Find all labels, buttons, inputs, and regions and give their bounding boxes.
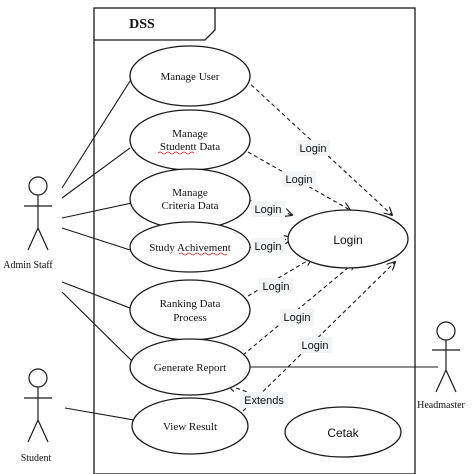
label-extends: Extends: [244, 395, 284, 407]
system-title-tab: [94, 8, 216, 41]
use-case-manage-criteria-data-line2: Criteria Data: [161, 200, 218, 212]
assoc-admin-manage-criteria-data: [61, 202, 133, 219]
use-case-cetak: Cetak: [327, 426, 359, 440]
use-case-view-result-shape: [131, 397, 249, 455]
use-case-manage-student-data-shape: [129, 109, 251, 171]
assoc-admin-generate-report: [61, 291, 133, 362]
system-title: DSS: [129, 17, 155, 32]
use-case-labels: Manage User Manage Studentt Data Manage …: [149, 71, 362, 440]
use-case-cetak-shape: [284, 406, 402, 458]
use-case-view-result: View Result: [163, 421, 217, 433]
use-case-ranking-data-line2: Process: [173, 312, 207, 324]
use-case-study-achievement-shape: [129, 221, 251, 273]
actor-headmaster-label: Headmaster: [417, 400, 465, 411]
use-case-manage-criteria-data-line1: Manage: [172, 187, 208, 199]
use-case-ranking-data-shape: [129, 279, 251, 341]
actor-admin-staff-label: Admin Staff: [3, 260, 53, 271]
actor-admin-staff-head: [28, 176, 48, 196]
use-case-study-achievement: Study Achivement: [149, 242, 231, 254]
use-case-manage-user: Manage User: [161, 71, 220, 83]
use-cases: [129, 45, 409, 458]
spellcheck-squiggle: [157, 151, 195, 155]
assoc-student-view-result: [64, 407, 135, 421]
use-case-manage-user-shape: [129, 45, 251, 107]
label-login-6: Login: [284, 312, 311, 324]
actor-headmaster: [432, 321, 460, 393]
assoc-admin-manage-student-data: [61, 147, 131, 199]
assoc-admin-manage-user: [61, 77, 133, 189]
use-case-manage-student-data-line1: Manage: [172, 128, 208, 140]
use-case-generate-report-shape: [129, 338, 251, 396]
include-labels: Login Login Login Login Login Login Logi…: [240, 140, 332, 408]
label-login-7: Login: [302, 340, 329, 352]
spellcheck-squiggle: [178, 252, 228, 256]
actor-student-head: [28, 368, 48, 388]
use-case-ranking-data-line1: Ranking Data: [160, 298, 221, 310]
assoc-admin-ranking-data: [61, 281, 131, 309]
label-login-2: Login: [286, 174, 313, 186]
use-case-login-shape: [287, 209, 409, 269]
use-case-manage-student-data-line2: Studentt Data: [160, 141, 220, 153]
label-login-5: Login: [263, 281, 290, 293]
label-login-1: Login: [300, 143, 327, 155]
actor-student-label: Student: [21, 453, 52, 464]
label-login-3: Login: [255, 204, 282, 216]
actor-student: [24, 368, 52, 443]
use-case-login: Login: [333, 233, 362, 247]
actor-admin-staff: [24, 176, 52, 251]
actor-headmaster-head: [436, 321, 456, 341]
use-case-manage-criteria-data-shape: [129, 168, 251, 230]
assoc-admin-study-achievement: [61, 227, 131, 251]
include-ranking-login: [247, 258, 312, 297]
include-view-result-login: [237, 262, 395, 417]
use-case-generate-report: Generate Report: [154, 362, 226, 374]
actor-associations: [61, 77, 438, 421]
include-generate-report-login: [242, 262, 355, 356]
label-login-4: Login: [255, 241, 282, 253]
